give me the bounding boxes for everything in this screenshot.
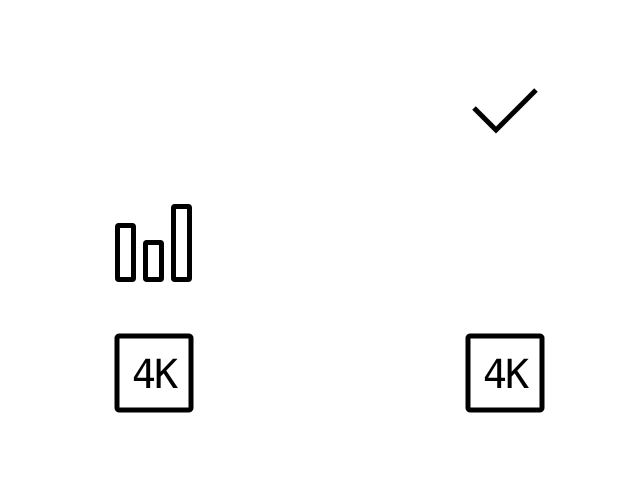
4k-badge-label: 4K bbox=[483, 352, 529, 398]
4k-badge-label: 4K bbox=[132, 352, 178, 398]
checkmark-icon bbox=[470, 84, 540, 136]
signal-bars-icon bbox=[112, 200, 196, 284]
4k-badge-icon: 4K bbox=[463, 331, 547, 415]
4k-badge-icon: 4K bbox=[112, 331, 196, 415]
